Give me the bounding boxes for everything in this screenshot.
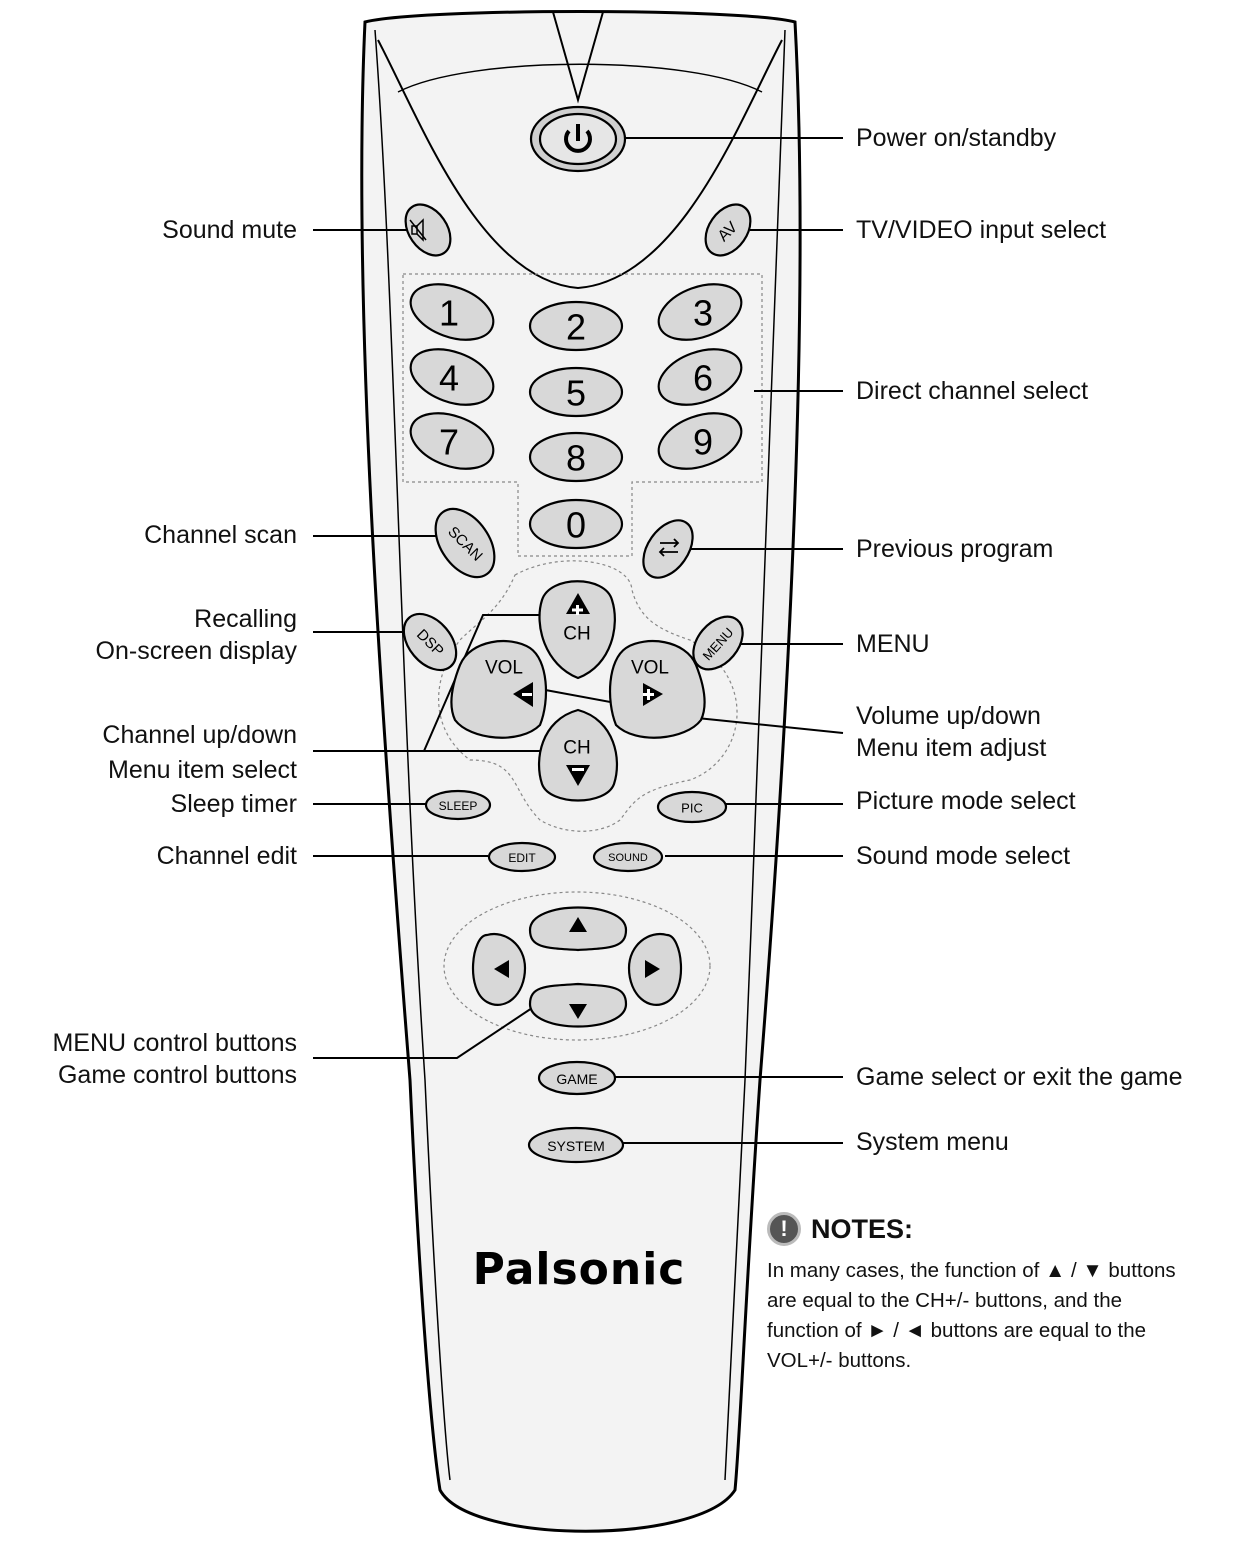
digit-4-button[interactable]	[403, 339, 501, 415]
label-pic: Picture mode select	[856, 787, 1076, 815]
ch-vol-zone	[438, 560, 738, 832]
sound-button[interactable]	[592, 841, 664, 873]
ch-down-button[interactable]	[538, 708, 618, 802]
digit-5-label: 5	[566, 373, 586, 414]
label-menu-ctrl: MENU control buttons Game control button…	[52, 1029, 297, 1089]
remote-ir-window	[552, 11, 604, 104]
vol-up-button[interactable]	[608, 640, 706, 739]
label-mute: Sound mute	[162, 216, 297, 244]
edit-label: EDIT	[508, 851, 536, 865]
label-system: System menu	[856, 1128, 1009, 1156]
label-ch: Channel up/down Menu item select	[102, 721, 297, 784]
vol-up-icon	[643, 683, 663, 706]
digit-0-button[interactable]	[528, 498, 624, 550]
remote-top-arc	[397, 63, 763, 93]
mute-button[interactable]	[396, 196, 459, 264]
digit-zone	[402, 273, 763, 557]
label-dsp: Recalling On-screen display	[95, 605, 297, 665]
ch-up-label: CH	[563, 624, 590, 645]
ch-down-icon	[566, 765, 590, 786]
digit-6-button[interactable]	[651, 339, 749, 415]
left-arrow-icon	[494, 960, 509, 978]
system-button[interactable]	[527, 1126, 625, 1164]
up-arrow-icon	[569, 917, 587, 932]
digit-5-button[interactable]	[528, 366, 624, 418]
sound-label: SOUND	[608, 852, 648, 864]
digit-7-label: 7	[439, 422, 459, 463]
pic-button[interactable]	[656, 790, 728, 824]
warning-icon: !	[767, 1212, 801, 1246]
notes-title: NOTES:	[811, 1213, 914, 1244]
digit-6-label: 6	[693, 358, 713, 399]
mute-icon	[409, 218, 427, 242]
label-sleep: Sleep timer	[170, 790, 297, 818]
ch-up-button[interactable]	[538, 580, 616, 680]
digit-8-label: 8	[566, 438, 586, 479]
label-menu: MENU	[856, 630, 930, 658]
digit-9-label: 9	[693, 422, 713, 463]
label-vol: Volume up/down Menu item adjust	[856, 702, 1047, 762]
game-button[interactable]	[537, 1060, 617, 1096]
label-game: Game select or exit the game	[856, 1063, 1183, 1091]
label-av: TV/VIDEO input select	[856, 216, 1107, 244]
brand-logo: Palsonic	[472, 1244, 686, 1295]
edit-button[interactable]	[487, 841, 557, 873]
digit-3-button[interactable]	[651, 274, 749, 350]
remote-inner-edge	[374, 29, 451, 1481]
notes-box: ! NOTES: In many cases, the function of …	[767, 1212, 1233, 1376]
label-prev: Previous program	[856, 535, 1054, 563]
digit-2-label: 2	[566, 307, 586, 348]
menu-button[interactable]	[683, 607, 752, 679]
digit-0-label: 0	[566, 505, 586, 546]
label-sound: Sound mode select	[856, 842, 1071, 870]
previous-button[interactable]	[633, 511, 702, 586]
pic-label: PIC	[681, 801, 703, 816]
system-label: SYSTEM	[547, 1138, 605, 1154]
digit-1-label: 1	[439, 293, 459, 334]
label-scan: Channel scan	[144, 521, 297, 549]
digit-4-label: 4	[439, 358, 459, 399]
vol-down-button[interactable]	[450, 640, 548, 739]
sleep-button[interactable]	[424, 789, 492, 821]
power-icon	[564, 124, 592, 153]
vol-up-label: VOL	[631, 658, 669, 679]
digit-8-button[interactable]	[528, 431, 624, 483]
vol-down-label: VOL	[485, 658, 523, 679]
digit-3-label: 3	[693, 293, 713, 334]
notes-header: ! NOTES:	[767, 1212, 1233, 1246]
digit-1-button[interactable]	[403, 274, 501, 350]
sleep-label: SLEEP	[439, 799, 478, 813]
scan-button[interactable]	[424, 498, 507, 588]
av-button[interactable]	[696, 196, 759, 264]
label-direct: Direct channel select	[856, 377, 1089, 405]
ch-up-icon	[566, 593, 590, 615]
ch-down-label: CH	[563, 738, 590, 759]
leader-lines	[313, 137, 844, 1144]
digit-2-button[interactable]	[528, 300, 624, 352]
vol-down-icon	[513, 682, 533, 707]
down-arrow-icon	[569, 1004, 587, 1019]
right-arrow-icon	[645, 960, 660, 978]
notes-text: In many cases, the function of ▲ / ▼ but…	[767, 1259, 1176, 1372]
digit-7-button[interactable]	[403, 403, 501, 479]
game-label: GAME	[556, 1071, 597, 1087]
label-edit: Channel edit	[156, 842, 297, 870]
digit-9-button[interactable]	[651, 403, 749, 479]
remote-top-hood	[377, 39, 783, 290]
arrow-pad-zone	[443, 891, 711, 1041]
dsp-button[interactable]	[393, 604, 466, 680]
label-power: Power on/standby	[856, 124, 1057, 152]
previous-icon	[658, 538, 680, 557]
